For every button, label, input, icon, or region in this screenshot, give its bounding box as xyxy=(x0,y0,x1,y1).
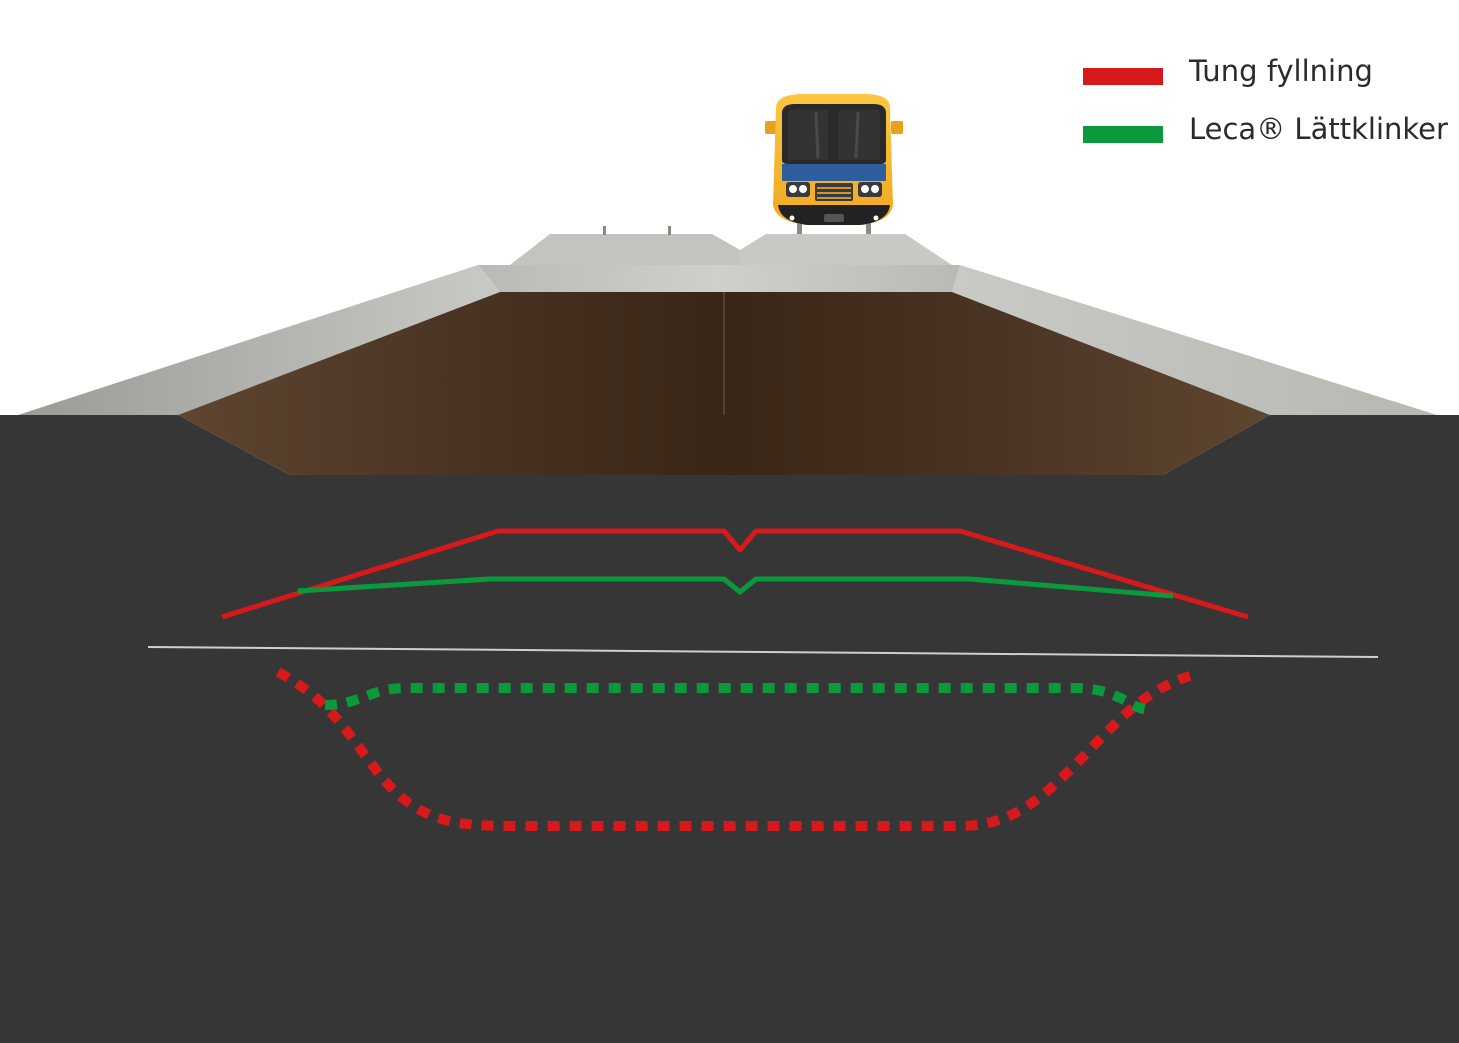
track-bed-right xyxy=(740,234,952,265)
train-headlight xyxy=(861,185,869,193)
legend: Tung fyllning Leca® Lättklinker xyxy=(1083,52,1448,168)
embankment-top-surface xyxy=(478,265,960,292)
heavy-fill-settlement-curve xyxy=(275,667,1195,831)
train-marker-light xyxy=(873,215,879,221)
train-headlight xyxy=(871,185,879,193)
ground-mass xyxy=(0,415,1459,1043)
legend-swatch-green xyxy=(1083,126,1163,143)
train-coupler xyxy=(824,214,844,222)
train-wiper xyxy=(854,111,860,159)
legend-label: Leca® Lättklinker xyxy=(1189,112,1448,146)
train-window-pane xyxy=(838,110,880,160)
train-mirror xyxy=(765,121,777,134)
legend-item-lightweight-fill: Leca® Lättklinker xyxy=(1083,110,1448,168)
reference-line xyxy=(147,646,1379,658)
heavy-fill-load-line xyxy=(221,528,1249,620)
train-mirror xyxy=(891,121,903,134)
rail-post xyxy=(603,226,606,235)
train-headlight xyxy=(799,185,807,193)
rail-post xyxy=(668,226,671,235)
train-headlight xyxy=(789,185,797,193)
train-wheel xyxy=(797,222,802,234)
lightweight-fill-settlement-curve xyxy=(324,683,1149,715)
ground xyxy=(0,415,1459,1043)
lightweight-fill-load-line xyxy=(297,576,1174,599)
embankment xyxy=(18,226,1437,475)
train-window-pane xyxy=(788,110,828,160)
train-icon xyxy=(765,94,903,234)
train-wheel xyxy=(866,222,871,234)
train-wiper xyxy=(814,111,820,159)
legend-item-heavy-fill: Tung fyllning xyxy=(1083,52,1443,110)
track-bed-left xyxy=(510,234,740,265)
train-blue-band xyxy=(782,164,886,181)
train-marker-light xyxy=(789,215,795,221)
embankment-right-slope xyxy=(952,265,1437,415)
legend-label: Tung fyllning xyxy=(1189,54,1373,88)
settlement-lines xyxy=(147,528,1379,831)
embankment-left-slope xyxy=(18,265,500,415)
legend-swatch-red xyxy=(1083,68,1163,85)
